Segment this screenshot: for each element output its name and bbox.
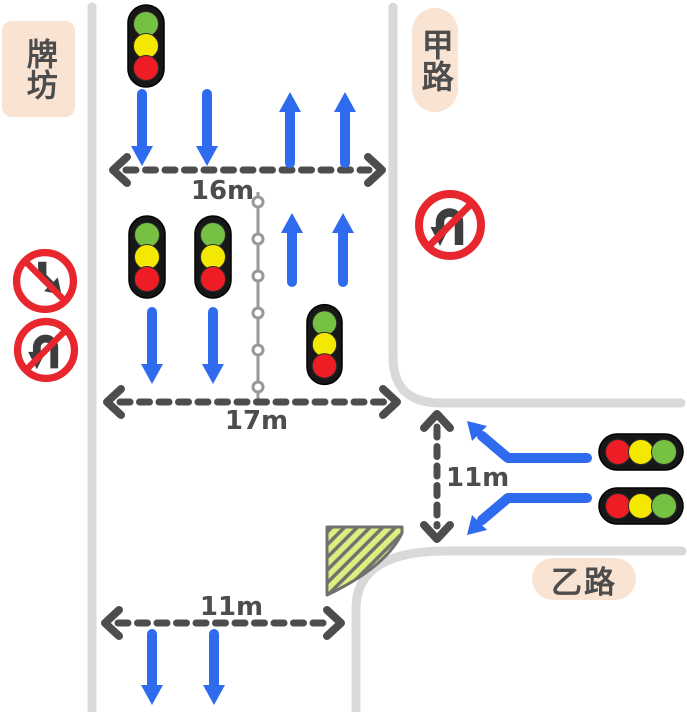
measure-arrow-17m bbox=[103, 385, 401, 419]
lane-divider bbox=[251, 192, 265, 399]
traffic-light-icon bbox=[598, 433, 684, 471]
no-turn-sign-icon bbox=[17, 253, 74, 310]
corner-island-hatched bbox=[325, 525, 404, 597]
prohibition-signs bbox=[17, 194, 481, 378]
traffic-light-icon bbox=[127, 4, 165, 88]
measure-arrow-16m bbox=[109, 153, 386, 187]
flow-arrow-down bbox=[141, 307, 163, 384]
flow-arrow-up bbox=[332, 213, 354, 287]
road-label-northwest: 牌坊 bbox=[2, 21, 75, 117]
no-u-turn-sign-icon bbox=[18, 322, 75, 379]
measure-arrow-11m-east bbox=[420, 410, 454, 543]
traffic-light-icon bbox=[128, 215, 166, 299]
measurement-17m: 17m bbox=[224, 406, 289, 436]
flow-arrow-down bbox=[141, 629, 163, 705]
flow-arrow-up bbox=[334, 92, 356, 168]
traffic-light-icon bbox=[598, 487, 684, 525]
road-label-north: 甲路 bbox=[412, 8, 458, 112]
traffic-light-icon bbox=[194, 215, 232, 299]
flow-arrow-bent-down-left bbox=[467, 493, 592, 535]
flow-arrow-down bbox=[196, 89, 218, 166]
traffic-light-icon bbox=[306, 303, 343, 386]
measure-arrow-11m-south bbox=[101, 606, 345, 640]
flow-arrow-up bbox=[279, 92, 301, 168]
traffic-lights bbox=[127, 4, 684, 525]
measurement-arrows bbox=[101, 153, 454, 640]
road-edge-east-lower bbox=[351, 546, 687, 712]
flow-arrow-down bbox=[203, 629, 225, 705]
road-edge-east-upper bbox=[388, 2, 686, 408]
traffic-flow-arrows bbox=[131, 89, 592, 705]
flow-arrow-up bbox=[281, 213, 303, 287]
measurement-11m-south: 11m bbox=[199, 592, 264, 622]
measurement-11m-east: 11m bbox=[446, 463, 510, 493]
flow-arrow-bent-up-left bbox=[467, 421, 592, 463]
road-label-east: 乙路 bbox=[532, 558, 636, 601]
measurement-16m: 16m bbox=[190, 176, 255, 206]
no-u-turn-sign-icon bbox=[419, 194, 481, 256]
road-edges bbox=[87, 2, 687, 712]
flow-arrow-down bbox=[202, 307, 224, 384]
flow-arrow-down bbox=[131, 89, 153, 166]
